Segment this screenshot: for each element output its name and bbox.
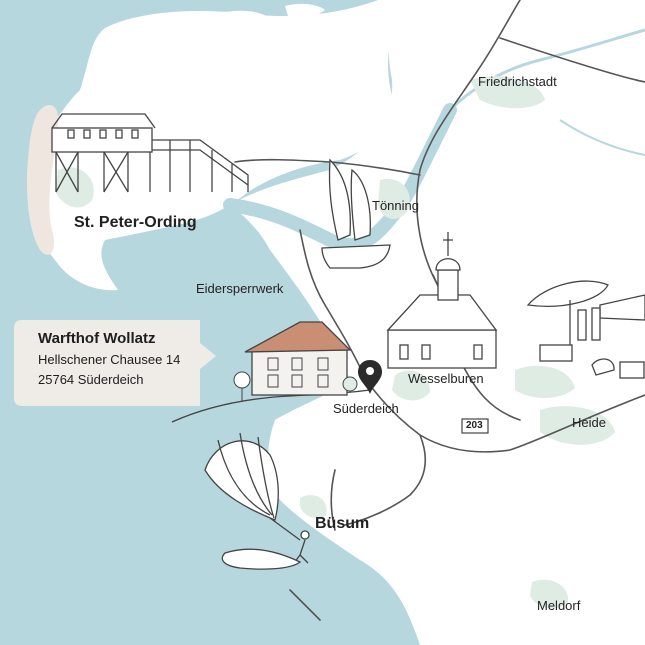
label-heide: Heide (572, 415, 606, 430)
label-toenning: Tönning (372, 198, 419, 213)
callout-street: Hellschener Chausee 14 (38, 352, 181, 367)
eider-river (223, 103, 457, 253)
island (285, 3, 325, 18)
road-shield-203 (461, 418, 489, 434)
green-area (300, 495, 327, 518)
beach (26, 105, 59, 255)
stilt-house-icon (51, 113, 249, 193)
sailboat-icon (321, 158, 391, 269)
green-area (470, 76, 545, 109)
church-icon (386, 232, 498, 369)
green-area (392, 370, 430, 401)
farmhouse-icon (233, 321, 358, 402)
label-eidersperrwerk: Eidersperrwerk (196, 281, 284, 296)
map-pin-icon[interactable] (358, 360, 382, 394)
road-shield-label: 203 (466, 420, 483, 431)
label-st-peter-ording: St. Peter-Ording (74, 214, 197, 231)
green-area (540, 406, 615, 445)
island (211, 10, 270, 30)
label-wesselburen: Wesselburen (408, 371, 484, 386)
eiderstedt-peninsula (31, 0, 395, 291)
callout-box (14, 320, 216, 406)
green-area (378, 179, 410, 220)
label-friedrichstadt: Friedrichstadt (478, 74, 557, 89)
green-area (530, 579, 569, 609)
river-channel (559, 119, 645, 156)
hill (171, 389, 371, 423)
callout-title: Warfthof Wollatz (38, 330, 156, 347)
market-stall-icon (526, 280, 645, 379)
label-buesum: Büsum (315, 515, 370, 532)
green-area (515, 365, 575, 398)
label-suederdeich: Süderdeich (333, 401, 399, 416)
callout-city: 25764 Süderdeich (38, 372, 144, 387)
river-channel (448, 28, 645, 112)
kitesurfer-icon (204, 432, 310, 570)
label-meldorf: Meldorf (537, 598, 581, 613)
